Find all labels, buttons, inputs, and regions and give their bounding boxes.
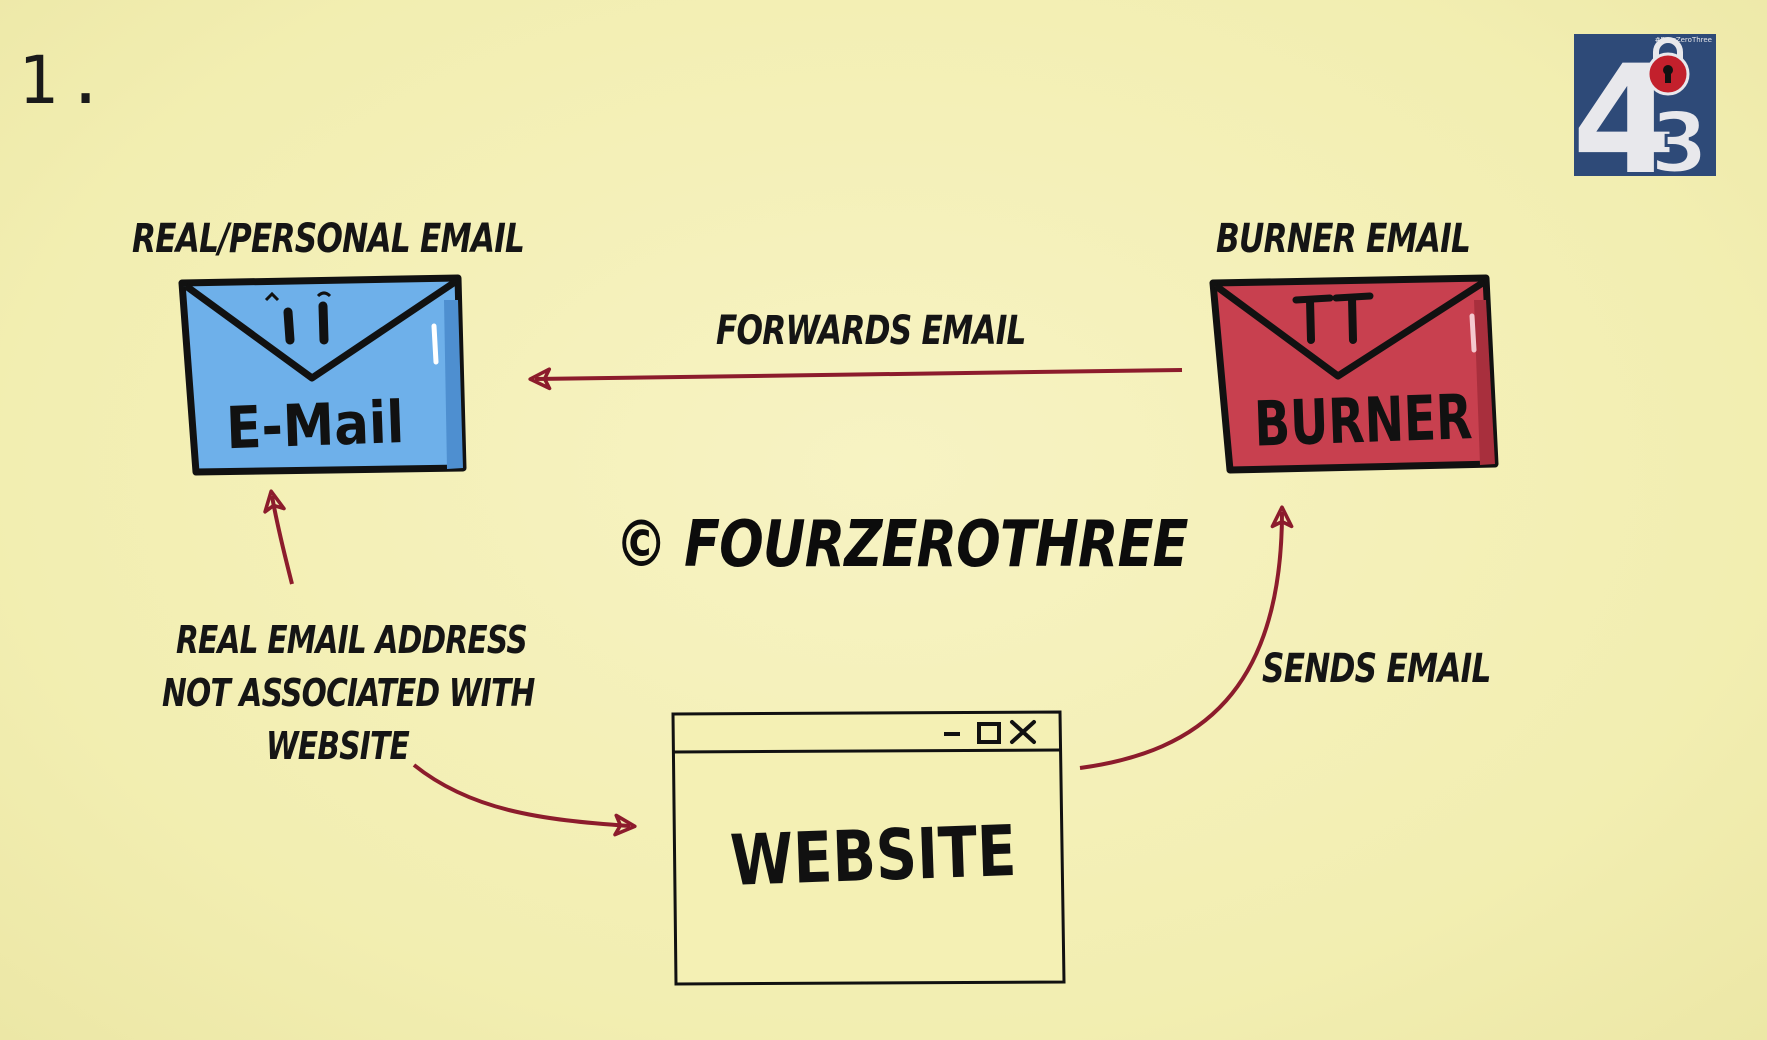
real-address-arrow-up — [263, 489, 294, 585]
forwards-email-label: FORWARDS EMAIL — [716, 308, 1026, 354]
copyright-watermark: © FOURZEROTHREE — [615, 508, 1189, 582]
burner-email-title: BURNER EMAIL — [1216, 216, 1471, 262]
personal-email-title: REAL/PERSONAL EMAIL — [132, 216, 525, 262]
real-address-line-2: NOT ASSOCIATED WITH — [162, 671, 535, 715]
envelope-face-happy — [264, 291, 332, 345]
envelope-face-sad — [1292, 292, 1374, 344]
burner-email-envelope: BURNER — [1209, 274, 1499, 474]
close-icon — [1010, 720, 1036, 744]
fourzerothree-logo: 4 3 #FourZeroThree — [1572, 34, 1716, 208]
step-number: 1. — [18, 42, 114, 119]
envelope-text-email: E-Mail — [225, 388, 405, 462]
website-label: WEBSITE — [729, 810, 1018, 902]
sends-arrow — [1079, 505, 1294, 770]
lock-icon — [1646, 37, 1690, 96]
sends-email-label: SENDS EMAIL — [1262, 646, 1491, 692]
website-window: WEBSITE — [671, 710, 1066, 986]
forwards-arrow — [528, 367, 1183, 391]
real-address-line-3: WEBSITE — [266, 724, 410, 768]
logo-tagline: #FourZeroThree — [1655, 36, 1712, 44]
logo-digit-3: 3 — [1650, 94, 1708, 192]
real-address-line-1: REAL EMAIL ADDRESS — [176, 618, 528, 662]
real-address-arrow-to-website — [412, 763, 637, 837]
maximize-icon — [977, 722, 1001, 744]
personal-email-envelope: E-Mail — [178, 274, 467, 476]
envelope-text-burner: BURNER — [1253, 380, 1473, 461]
